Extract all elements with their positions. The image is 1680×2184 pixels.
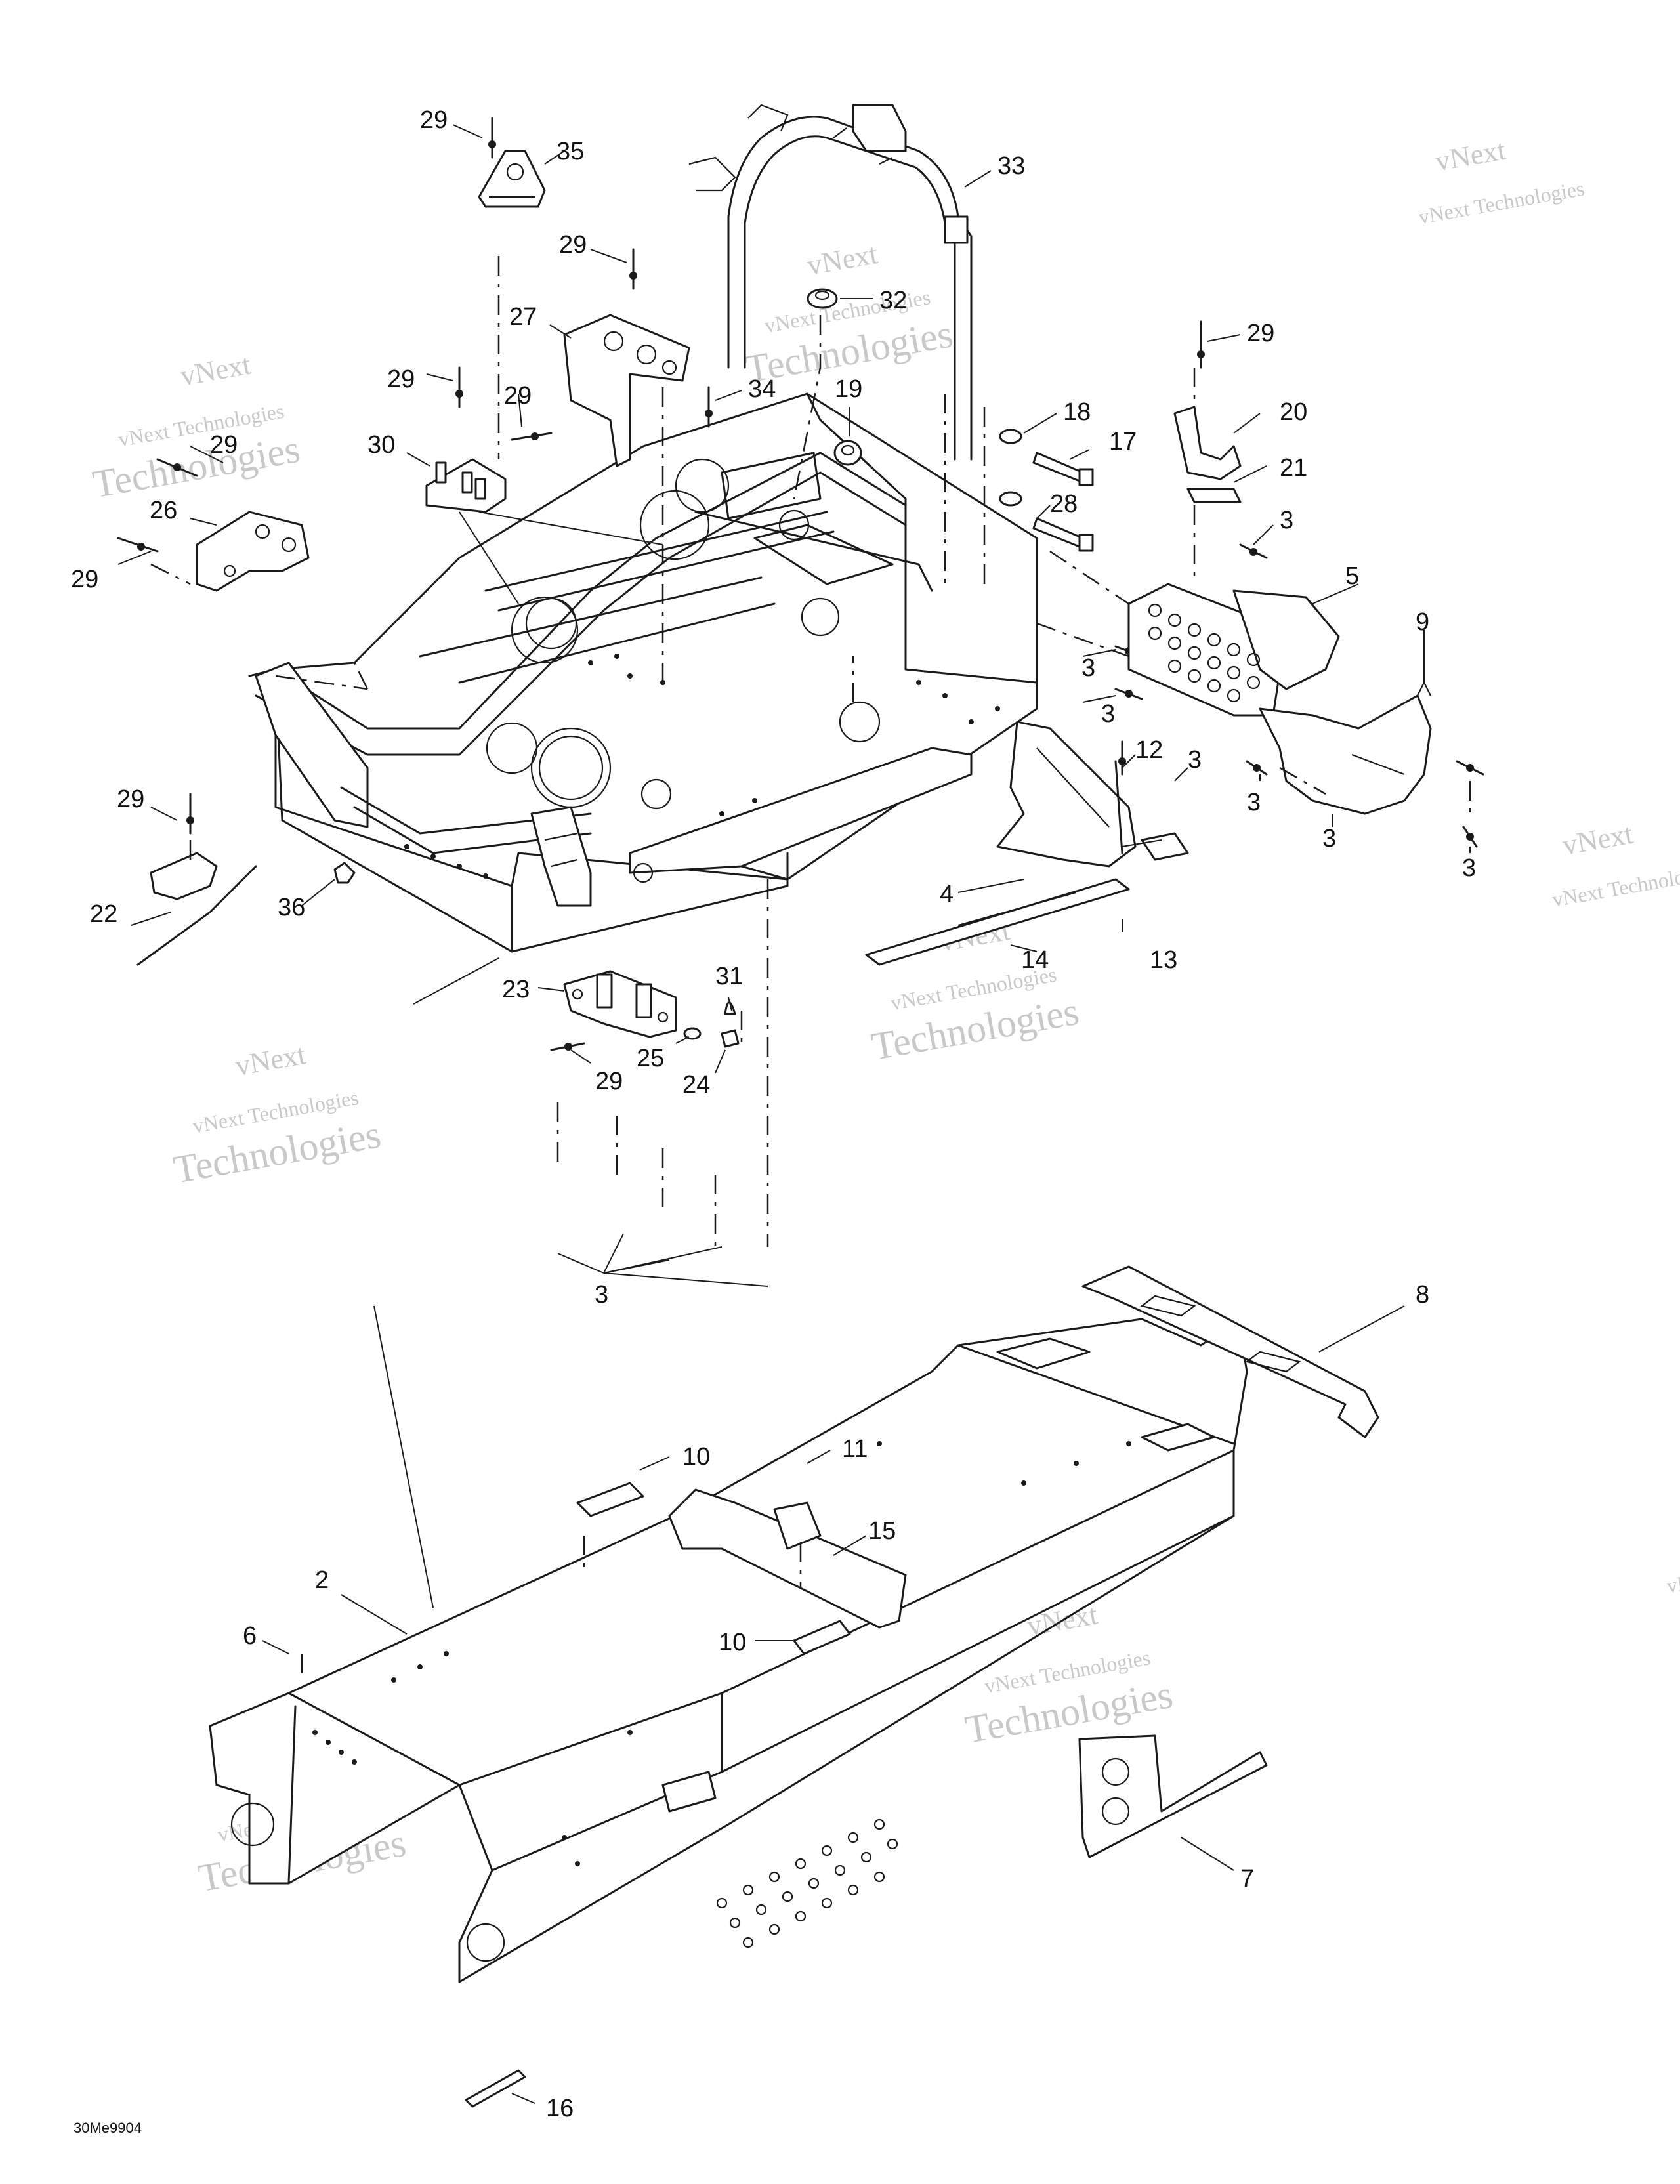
callout-6: 6 <box>243 1622 257 1650</box>
callout-3: 3 <box>1188 746 1202 774</box>
callout-26: 26 <box>150 497 177 524</box>
svg-text:vNext Technologies: vNext Technologies <box>1665 1545 1680 1598</box>
callout-29: 29 <box>210 431 238 459</box>
watermark-1: vNext vNext Technologies Technologies <box>89 348 303 506</box>
callout-14: 14 <box>1021 946 1049 974</box>
watermark-3: vNext vNext Technologies <box>1417 134 1586 229</box>
plate-part-8 <box>1082 1265 1379 1438</box>
callout-3: 3 <box>1082 654 1095 682</box>
svg-text:vNext: vNext <box>1433 134 1507 178</box>
watermark-6: vNext vNext Technologies <box>1550 818 1680 912</box>
callout-29: 29 <box>504 382 532 410</box>
callout-9: 9 <box>1416 608 1429 636</box>
block-part-30 <box>425 458 507 513</box>
leader-lines <box>117 124 1471 2104</box>
frame-rivets <box>404 654 1000 879</box>
svg-text:vNext: vNext <box>233 1038 308 1082</box>
hardware-part-24-25-31 <box>683 1001 740 1048</box>
part-5 <box>1127 583 1340 717</box>
dashed-lines <box>150 256 1471 1680</box>
part-9 <box>1259 681 1432 815</box>
callout-3: 3 <box>1322 825 1336 852</box>
callout-29: 29 <box>420 106 448 134</box>
callout-36: 36 <box>278 894 305 921</box>
callout-29: 29 <box>559 231 587 259</box>
pin-part-16 <box>465 2069 526 2108</box>
callout-24: 24 <box>682 1071 710 1099</box>
svg-text:vNext Technologies: vNext Technologies <box>1550 859 1680 912</box>
callout-31: 31 <box>715 963 743 990</box>
svg-text:vNext: vNext <box>1560 818 1635 862</box>
callout-27: 27 <box>509 303 537 331</box>
callout-11: 11 <box>842 1435 868 1463</box>
tunnel-perforations <box>716 1818 898 1948</box>
callout-7: 7 <box>1240 1865 1254 1893</box>
callout-35: 35 <box>556 138 584 165</box>
svg-text:vNext Technologies: vNext Technologies <box>1417 176 1586 228</box>
callout-3: 3 <box>595 1281 608 1309</box>
callouts: 29 35 33 29 27 32 29 29 34 19 18 20 30 1… <box>71 106 1476 2122</box>
crossbar-part-15 <box>668 1488 907 1629</box>
drawing-code: 30Me9904 <box>74 2120 142 2136</box>
callout-29: 29 <box>117 786 144 813</box>
part-5-holes <box>1148 603 1261 703</box>
strap-part-14 <box>865 878 1130 966</box>
clips-part-10 <box>576 1482 851 1655</box>
clip-part-20-21 <box>1173 406 1242 503</box>
plate-part-26 <box>196 511 310 592</box>
svg-text:vNext: vNext <box>805 238 879 282</box>
callout-19: 19 <box>835 375 862 403</box>
callout-4: 4 <box>940 881 954 908</box>
callout-2: 2 <box>315 1566 329 1594</box>
callout-23: 23 <box>502 976 530 1003</box>
callout-3: 3 <box>1462 854 1476 882</box>
bracket-part-4-12 <box>996 721 1189 868</box>
callout-28: 28 <box>1050 490 1078 518</box>
callout-13: 13 <box>1150 946 1177 974</box>
callout-17: 17 <box>1109 428 1137 455</box>
watermark-4: vNext vNext Technologies Technologies <box>171 1038 385 1192</box>
upper-frame <box>248 392 1038 953</box>
callout-10: 10 <box>719 1629 746 1656</box>
callout-20: 20 <box>1280 398 1307 426</box>
part-22 <box>136 852 257 966</box>
callout-34: 34 <box>748 375 776 403</box>
callout-10: 10 <box>682 1443 710 1471</box>
tunnel-part-2 <box>209 1318 1248 2108</box>
callout-5: 5 <box>1345 562 1359 590</box>
callout-3: 3 <box>1247 789 1261 816</box>
bolts-part-17-28 <box>999 429 1094 552</box>
callout-22: 22 <box>90 900 117 928</box>
callout-29: 29 <box>387 366 415 393</box>
callout-29: 29 <box>1247 320 1274 347</box>
handle-hoop-part-33 <box>688 104 973 461</box>
callout-3: 3 <box>1101 700 1115 728</box>
callout-32: 32 <box>879 287 907 314</box>
callout-18: 18 <box>1063 398 1091 426</box>
bracket-part-35 <box>478 150 546 208</box>
callout-12: 12 <box>1135 736 1163 764</box>
callout-15: 15 <box>868 1517 896 1545</box>
callout-25: 25 <box>637 1045 664 1072</box>
callout-33: 33 <box>998 152 1025 180</box>
cover-part-27 <box>563 314 690 467</box>
watermark-9: vNext vNext Technologies <box>1665 1545 1680 1598</box>
watermark-2: vNext vNext Technologies Technologies <box>742 238 956 391</box>
callout-21: 21 <box>1280 454 1307 482</box>
callout-29: 29 <box>595 1068 623 1095</box>
grommet-part-19 <box>833 440 862 466</box>
callout-16: 16 <box>546 2095 574 2122</box>
tunnel-rivets <box>312 1441 1131 1866</box>
callout-30: 30 <box>368 431 395 459</box>
callout-3: 3 <box>1280 507 1293 534</box>
bracket-part-7 <box>1078 1734 1268 1858</box>
svg-text:vNext: vNext <box>178 348 253 392</box>
nut-part-36 <box>333 862 356 884</box>
callout-29: 29 <box>71 566 98 593</box>
grommet-part-32 <box>807 288 838 309</box>
callout-8: 8 <box>1416 1281 1429 1309</box>
hinge-part-23 <box>563 970 677 1038</box>
